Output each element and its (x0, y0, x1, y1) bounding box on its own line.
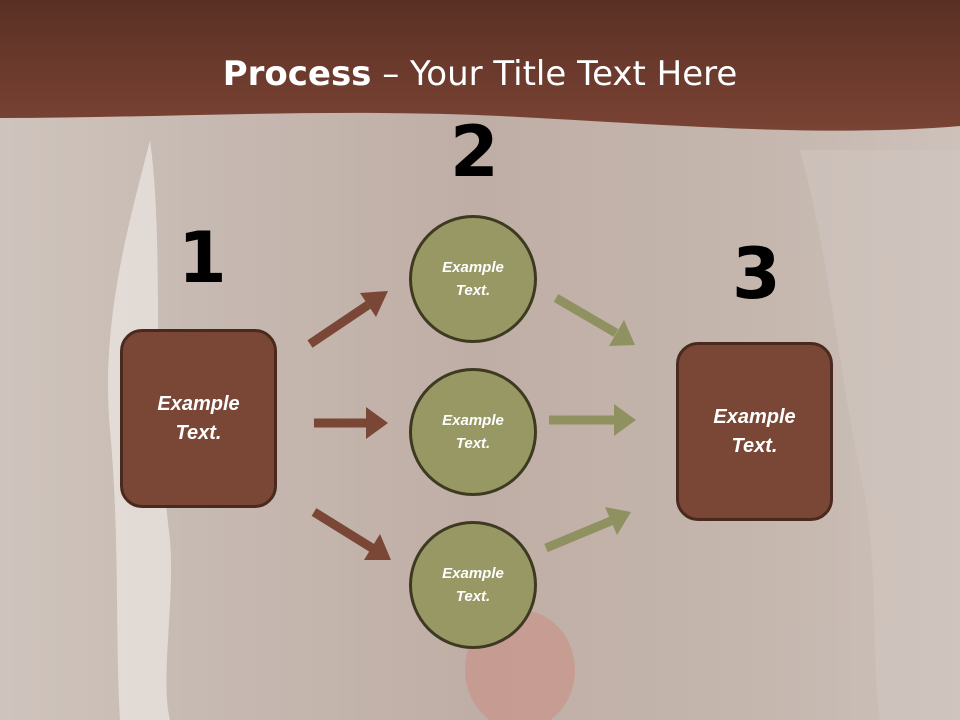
right-box-text: Example Text. (713, 405, 796, 457)
top-circle: Example Text. (409, 215, 537, 343)
arrow-bottom-to-right (544, 507, 631, 553)
bottom-circle: Example Text. (409, 521, 537, 649)
left-step-box: Example Text. (120, 329, 277, 508)
middle-circle-text: Example Text. (442, 412, 504, 452)
step-number-2: 2 (450, 111, 499, 193)
arrow-middle-to-right (549, 404, 636, 436)
left-box-text: Example Text. (157, 392, 240, 444)
right-step-box: Example Text. (676, 342, 833, 521)
arrow-left-to-top (307, 291, 388, 348)
background-shade-right (800, 150, 960, 720)
step-number-3: 3 (732, 233, 781, 315)
title-rest: – Your Title Text Here (371, 54, 738, 94)
bottom-circle-text: Example Text. (442, 565, 504, 605)
step-number-1: 1 (178, 217, 227, 299)
title-bold: Process (222, 54, 372, 94)
arrow-top-to-right (553, 294, 635, 346)
arrow-left-to-bottom (311, 508, 391, 560)
arrow-left-to-middle (314, 407, 388, 439)
header-band (0, 0, 960, 131)
top-circle-text: Example Text. (442, 259, 504, 299)
middle-circle: Example Text. (409, 368, 537, 496)
slide-title: Process – Your Title Text Here (0, 52, 960, 96)
